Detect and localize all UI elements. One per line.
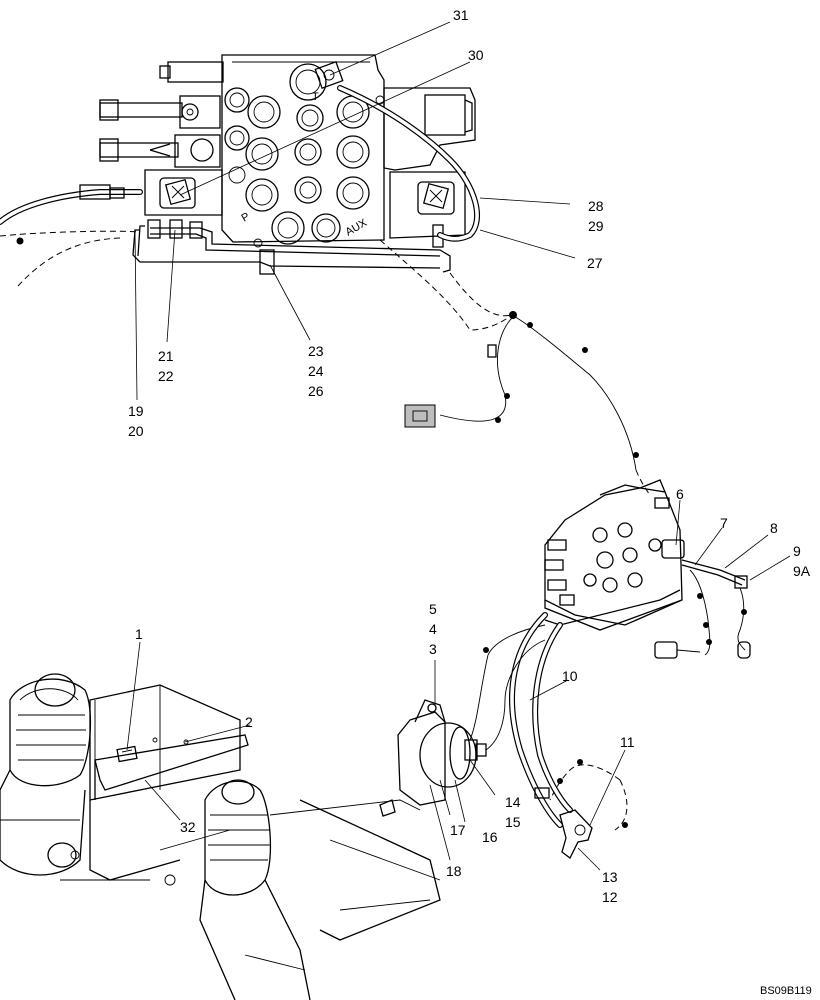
callout-10: 10 (562, 668, 578, 684)
callout-6: 6 (676, 486, 684, 502)
callout-14: 14 (505, 794, 521, 810)
callout-18: 18 (446, 863, 462, 879)
top-fitting: T (312, 61, 344, 103)
callout-16: 16 (482, 829, 498, 845)
callout-21: 21 (158, 348, 174, 364)
callout-19: 19 (128, 403, 144, 419)
callout-15: 15 (505, 814, 521, 830)
spool-ends (99, 61, 224, 168)
main-control-valve: T P AUX (99, 54, 476, 248)
callout-30: 30 (468, 47, 484, 63)
callout-9: 9 (793, 543, 801, 559)
callout-31: 31 (453, 7, 469, 23)
valve-bores (224, 63, 385, 248)
callout-1: 1 (135, 626, 143, 642)
lower-hoses (509, 612, 593, 859)
switch-component (116, 745, 138, 763)
callout-13: 13 (602, 869, 618, 885)
valve-port-mark-p: P (240, 211, 252, 225)
callout-4: 4 (429, 621, 437, 637)
callout-12: 12 (602, 889, 618, 905)
callout-5: 5 (429, 601, 437, 617)
top-hoses (0, 85, 481, 275)
drawing-code: BS09B119 (760, 985, 812, 997)
callout-24: 24 (308, 363, 324, 379)
callout-2: 2 (245, 714, 253, 730)
valve-port-mark-aux: AUX (344, 217, 370, 239)
left-solenoid (159, 177, 196, 209)
accumulator-assembly (397, 639, 546, 806)
right-wire-harness (469, 469, 751, 831)
callout-22: 22 (158, 368, 174, 384)
callout-20: 20 (128, 423, 144, 439)
callout-32: 32 (180, 819, 196, 835)
right-sensor-plug (737, 641, 751, 659)
valve-port-mark-t: T (312, 91, 319, 103)
small-control-valve (544, 479, 748, 631)
callout-23: 23 (308, 343, 324, 359)
seat-assembly (0, 673, 441, 1000)
callout-28: 28 (588, 198, 604, 214)
callout-26: 26 (308, 383, 324, 399)
right-harness-connector (654, 641, 678, 659)
callout-9a: 9A (793, 563, 811, 579)
callout-17: 17 (450, 822, 466, 838)
callout-labels: 31 30 28 29 27 23 24 26 21 22 19 20 6 7 … (128, 7, 811, 905)
callout-27: 27 (587, 255, 603, 271)
top-wire-harness (0, 230, 639, 471)
callout-8: 8 (770, 520, 778, 536)
harness-connector-top (404, 404, 436, 428)
callout-29: 29 (588, 218, 604, 234)
callout-7: 7 (720, 515, 728, 531)
leader-lines (126, 21, 791, 871)
callout-3: 3 (429, 641, 437, 657)
callout-11: 11 (620, 734, 635, 750)
